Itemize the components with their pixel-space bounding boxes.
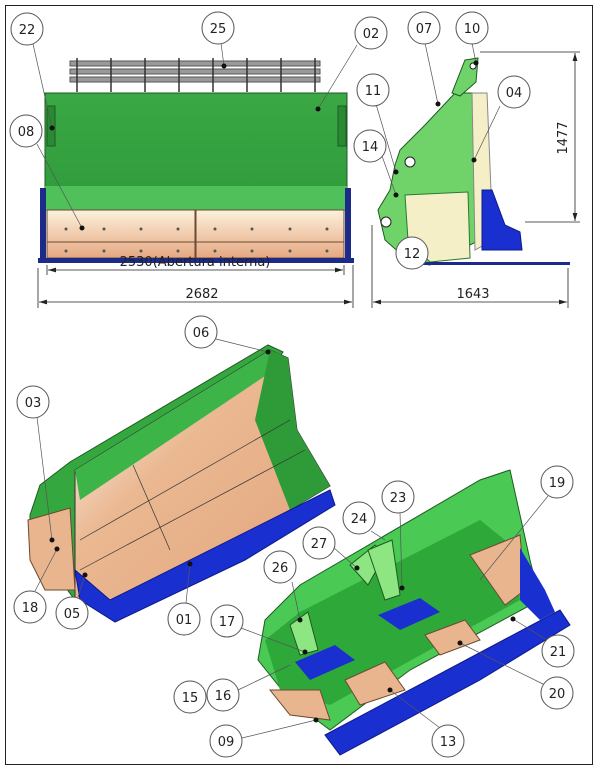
wear-plate-part-08 (46, 209, 196, 259)
balloon-label: 08 (18, 125, 35, 140)
balloon-20: 20 (540, 676, 574, 710)
balloon-18: 18 (13, 590, 47, 624)
balloon-05: 05 (55, 596, 89, 630)
balloon-label: 24 (351, 512, 368, 527)
dim-overall-width: 2682 (185, 287, 218, 302)
balloon-label: 02 (363, 27, 380, 42)
balloon-25: 25 (201, 11, 235, 45)
balloon-label: 09 (218, 735, 235, 750)
dim-side-height: 1477 (556, 121, 571, 154)
balloon-02: 02 (354, 16, 388, 50)
balloon-17: 17 (210, 604, 244, 638)
isometric-front-view (27, 344, 336, 623)
balloon-label: 10 (464, 22, 481, 37)
balloon-09: 09 (209, 724, 243, 758)
balloon-label: 12 (404, 247, 421, 262)
balloon-10: 10 (455, 11, 489, 45)
balloon-08: 08 (9, 114, 43, 148)
balloon-label: 13 (440, 735, 457, 750)
balloon-label: 03 (25, 396, 42, 411)
balloon-label: 15 (182, 691, 199, 706)
balloon-label: 11 (365, 84, 382, 99)
balloon-22: 22 (10, 12, 44, 46)
balloon-label: 05 (64, 607, 81, 622)
balloon-label: 14 (362, 140, 379, 155)
balloon-label: 23 (390, 491, 407, 506)
balloon-01: 01 (167, 602, 201, 636)
balloon-11: 11 (356, 73, 390, 107)
balloon-label: 17 (219, 615, 236, 630)
dim-side-depth: 1643 (456, 287, 489, 302)
balloon-23: 23 (381, 480, 415, 514)
balloon-04: 04 (497, 75, 531, 109)
dim-internal-opening: 2530(Abertura interna) (120, 255, 271, 270)
balloon-03: 03 (16, 385, 50, 419)
balloon-label: 06 (193, 326, 210, 341)
cutting-edge-part-01 (74, 489, 336, 623)
dimension-lines (37, 51, 580, 308)
balloon-24: 24 (342, 501, 376, 535)
leader-lines (32, 42, 551, 739)
grille-bars-part-25 (69, 58, 321, 92)
balloon-26: 26 (263, 550, 297, 584)
drawing-frame (5, 5, 593, 765)
balloon-label: 04 (506, 86, 523, 101)
balloon-label: 20 (549, 687, 566, 702)
front-view (38, 58, 354, 263)
balloon-06: 06 (184, 315, 218, 349)
balloon-label: 25 (210, 22, 227, 37)
balloon-14: 14 (353, 129, 387, 163)
balloon-15: 15 (173, 680, 207, 714)
balloon-13: 13 (431, 724, 465, 758)
balloon-label: 18 (22, 601, 39, 616)
balloon-16: 16 (206, 678, 240, 712)
balloon-12: 12 (395, 236, 429, 270)
balloon-21: 21 (541, 634, 575, 668)
leader-dots (49, 60, 516, 723)
balloon-19: 19 (540, 465, 574, 499)
balloon-label: 07 (416, 22, 433, 37)
balloon-label: 26 (272, 561, 289, 576)
balloon-label: 01 (176, 613, 193, 628)
balloon-07: 07 (407, 11, 441, 45)
balloon-label: 22 (19, 23, 36, 38)
cutting-edge (38, 258, 354, 263)
balloon-label: 21 (550, 645, 567, 660)
balloon-27: 27 (302, 526, 336, 560)
cutting-edge-part-13 (324, 609, 571, 756)
balloon-label: 16 (215, 689, 232, 704)
isometric-rear-view (257, 469, 571, 756)
balloon-label: 19 (549, 476, 566, 491)
part-balloons: 22 25 02 07 10 11 04 08 14 12 06 03 18 0… (9, 11, 575, 758)
balloon-label: 27 (311, 537, 328, 552)
